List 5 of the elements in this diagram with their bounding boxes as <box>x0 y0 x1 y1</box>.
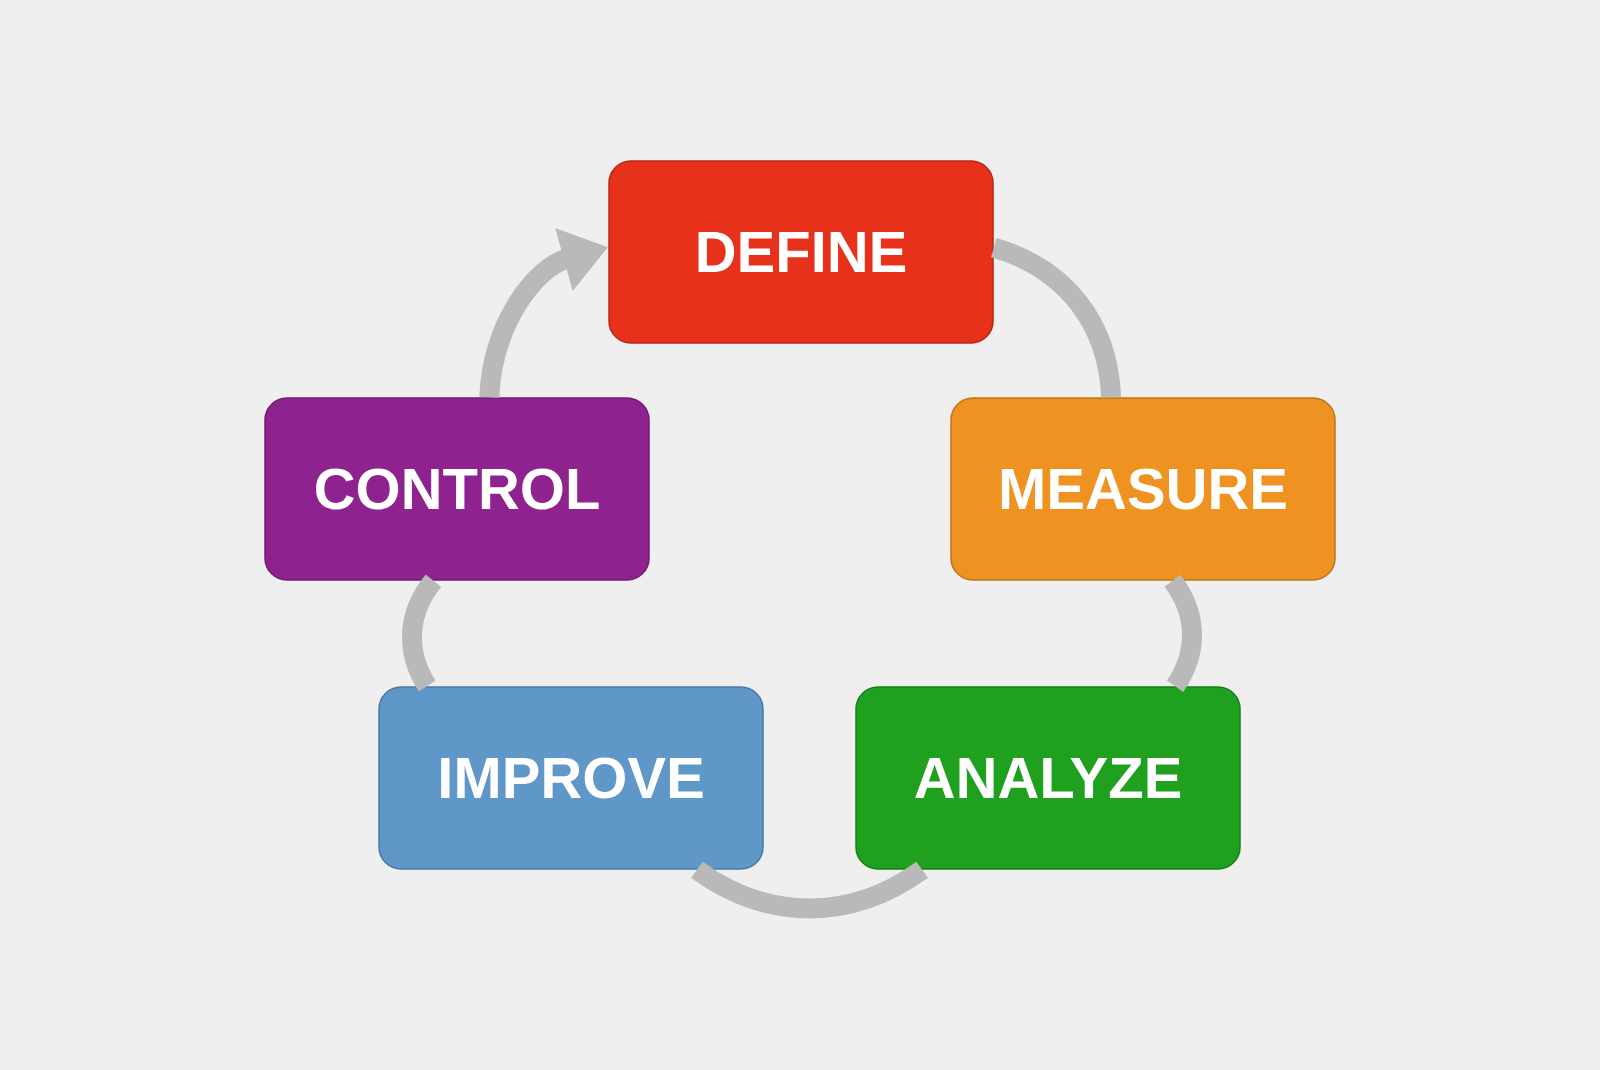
step-box: CONTROL <box>264 397 650 581</box>
step-box: IMPROVE <box>378 686 764 870</box>
step-box: DEFINE <box>608 160 994 344</box>
step-box: MEASURE <box>950 397 1336 581</box>
step-box: ANALYZE <box>855 686 1241 870</box>
